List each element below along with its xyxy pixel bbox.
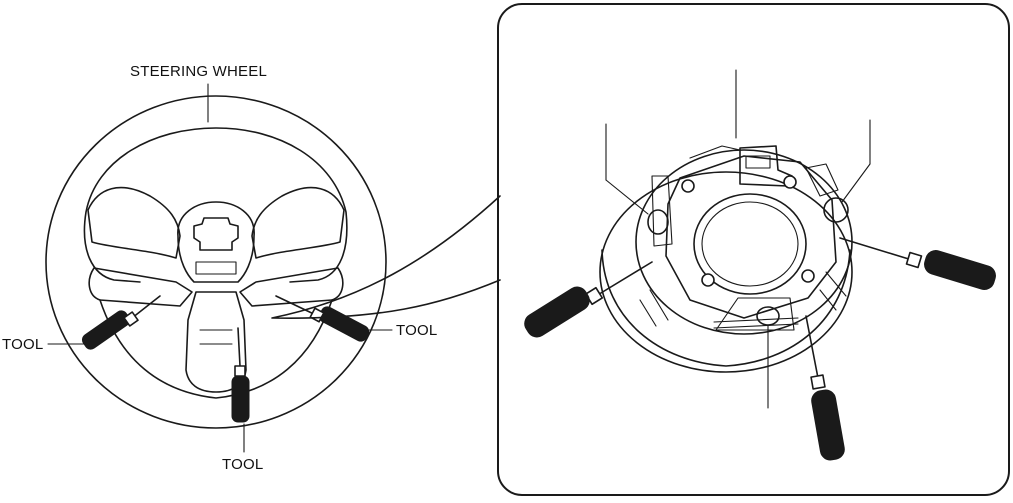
tool-label-right: TOOL [396,322,438,339]
upper-right-spoke [251,186,345,259]
clip-hole-right [823,197,849,223]
screwdriver-icon [275,295,370,342]
clip-top-detail [689,145,771,169]
screwdriver-icon [231,327,250,423]
screwdriver-icon [805,315,845,461]
lower-left-spoke [88,267,193,307]
center-ring-outer [693,193,807,295]
inner-plate [665,155,837,319]
bolt-studs [681,175,815,287]
hub-lower-plate [195,261,237,275]
airbag-module-detail [497,3,1010,496]
screwdriver-icon [81,295,161,350]
clip-left-bracket [651,175,673,247]
screwdriver-icon [839,237,996,291]
upper-left-spoke [87,186,181,259]
leader-clip-left-diag [605,179,649,215]
tool-shaft-bars [713,317,799,329]
lower-inner-curve [99,299,333,399]
hub-center-opening [193,217,239,251]
detail-frame [497,3,1010,496]
tool-label-left: TOOL [2,336,44,353]
steering-hub [177,201,255,283]
steering-wheel-illustration [45,83,393,453]
bottom-spoke [185,291,247,393]
lower-right-spoke [239,267,344,307]
tool-label-bottom: TOOL [222,456,264,473]
leader-clip-right-diag [841,163,871,203]
clip-hole-left [647,209,669,235]
clip-right-bracket [805,163,839,197]
steering-wheel-rim-inner [83,127,348,283]
clip-bottom-bracket [715,297,795,331]
bottom-spoke-inner [199,329,233,345]
center-ring-inner [701,201,799,287]
steering-wheel-label: STEERING WHEEL [130,63,267,80]
callout-connector [271,195,501,319]
steering-wheel-rim-outer [45,95,387,429]
housing-outer-back [599,171,853,373]
side-tabs [639,271,847,327]
screwdriver-icon [524,261,653,338]
